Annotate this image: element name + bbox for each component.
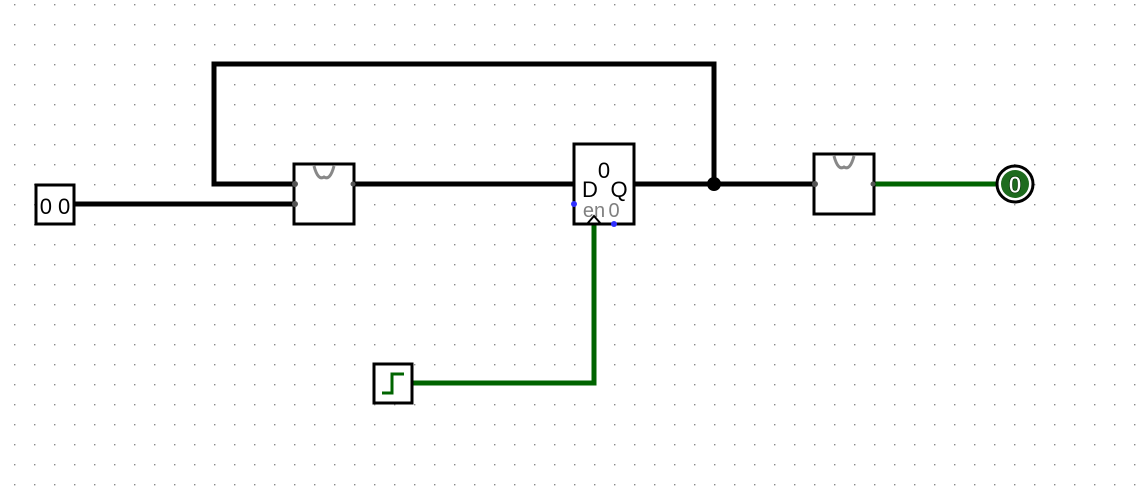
register-pin-left	[571, 201, 577, 207]
register-en-label: en	[583, 200, 605, 222]
output-led[interactable]: 0	[995, 164, 1035, 204]
register-contents: 0	[598, 158, 610, 183]
or-gate-left[interactable]	[292, 162, 356, 226]
wire-clock-to-register[interactable]	[412, 222, 597, 386]
register-en-value: 0	[608, 200, 619, 222]
wire-feedback-loop[interactable]	[211, 61, 717, 187]
wires-low	[412, 181, 1000, 386]
output-led-value: 0	[1008, 172, 1021, 199]
register-pin-bottom	[611, 221, 617, 227]
register-d-label: D	[582, 177, 598, 202]
register-q-label: Q	[610, 177, 627, 202]
input-pin[interactable]: 0 0	[34, 183, 76, 226]
wire-junction	[707, 177, 721, 191]
wires-default	[71, 61, 817, 207]
or-gate-right[interactable]	[812, 152, 876, 216]
clock-input-triangle	[586, 214, 602, 225]
clock-source[interactable]	[372, 362, 414, 405]
or-gate-icon	[832, 155, 856, 170]
or-gate-icon	[312, 165, 336, 180]
input-pin-value: 0 0	[40, 194, 71, 219]
d-register[interactable]: 0 D Q en 0	[571, 142, 636, 227]
clock-square-wave-icon	[382, 372, 404, 395]
